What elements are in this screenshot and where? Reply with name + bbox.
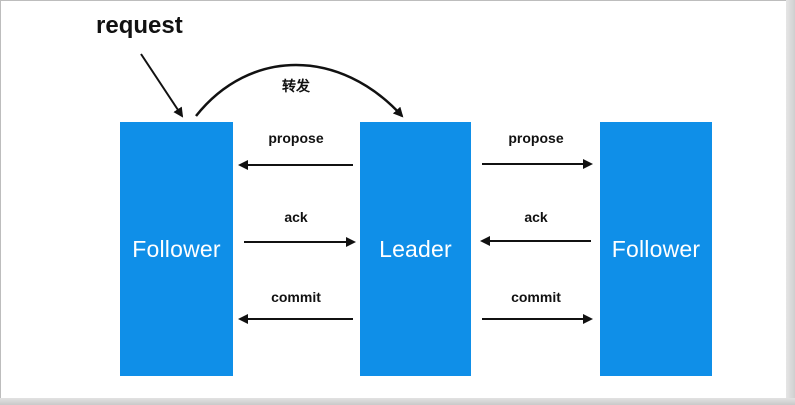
- forward-curve-arrow: [195, 63, 404, 118]
- right-commit-label: commit: [511, 289, 561, 305]
- request-arrow: [140, 53, 184, 118]
- leader-label: Leader: [379, 235, 452, 262]
- request-label: request: [96, 12, 183, 39]
- right-ack-label: ack: [524, 209, 548, 225]
- follower-node-left: Follower: [120, 122, 233, 376]
- follower-left-label: Follower: [132, 235, 221, 262]
- follower-node-right: Follower: [600, 122, 712, 376]
- left-commit-label: commit: [271, 289, 321, 305]
- forward-label: 转发: [282, 79, 310, 95]
- left-propose-label: propose: [268, 130, 324, 146]
- window-edge-bottom: [0, 398, 795, 405]
- follower-right-label: Follower: [611, 235, 701, 262]
- window-edge-right: [786, 0, 795, 405]
- leader-node: Leader: [360, 122, 471, 376]
- right-propose-label: propose: [508, 130, 564, 146]
- left-ack-label: ack: [284, 209, 308, 225]
